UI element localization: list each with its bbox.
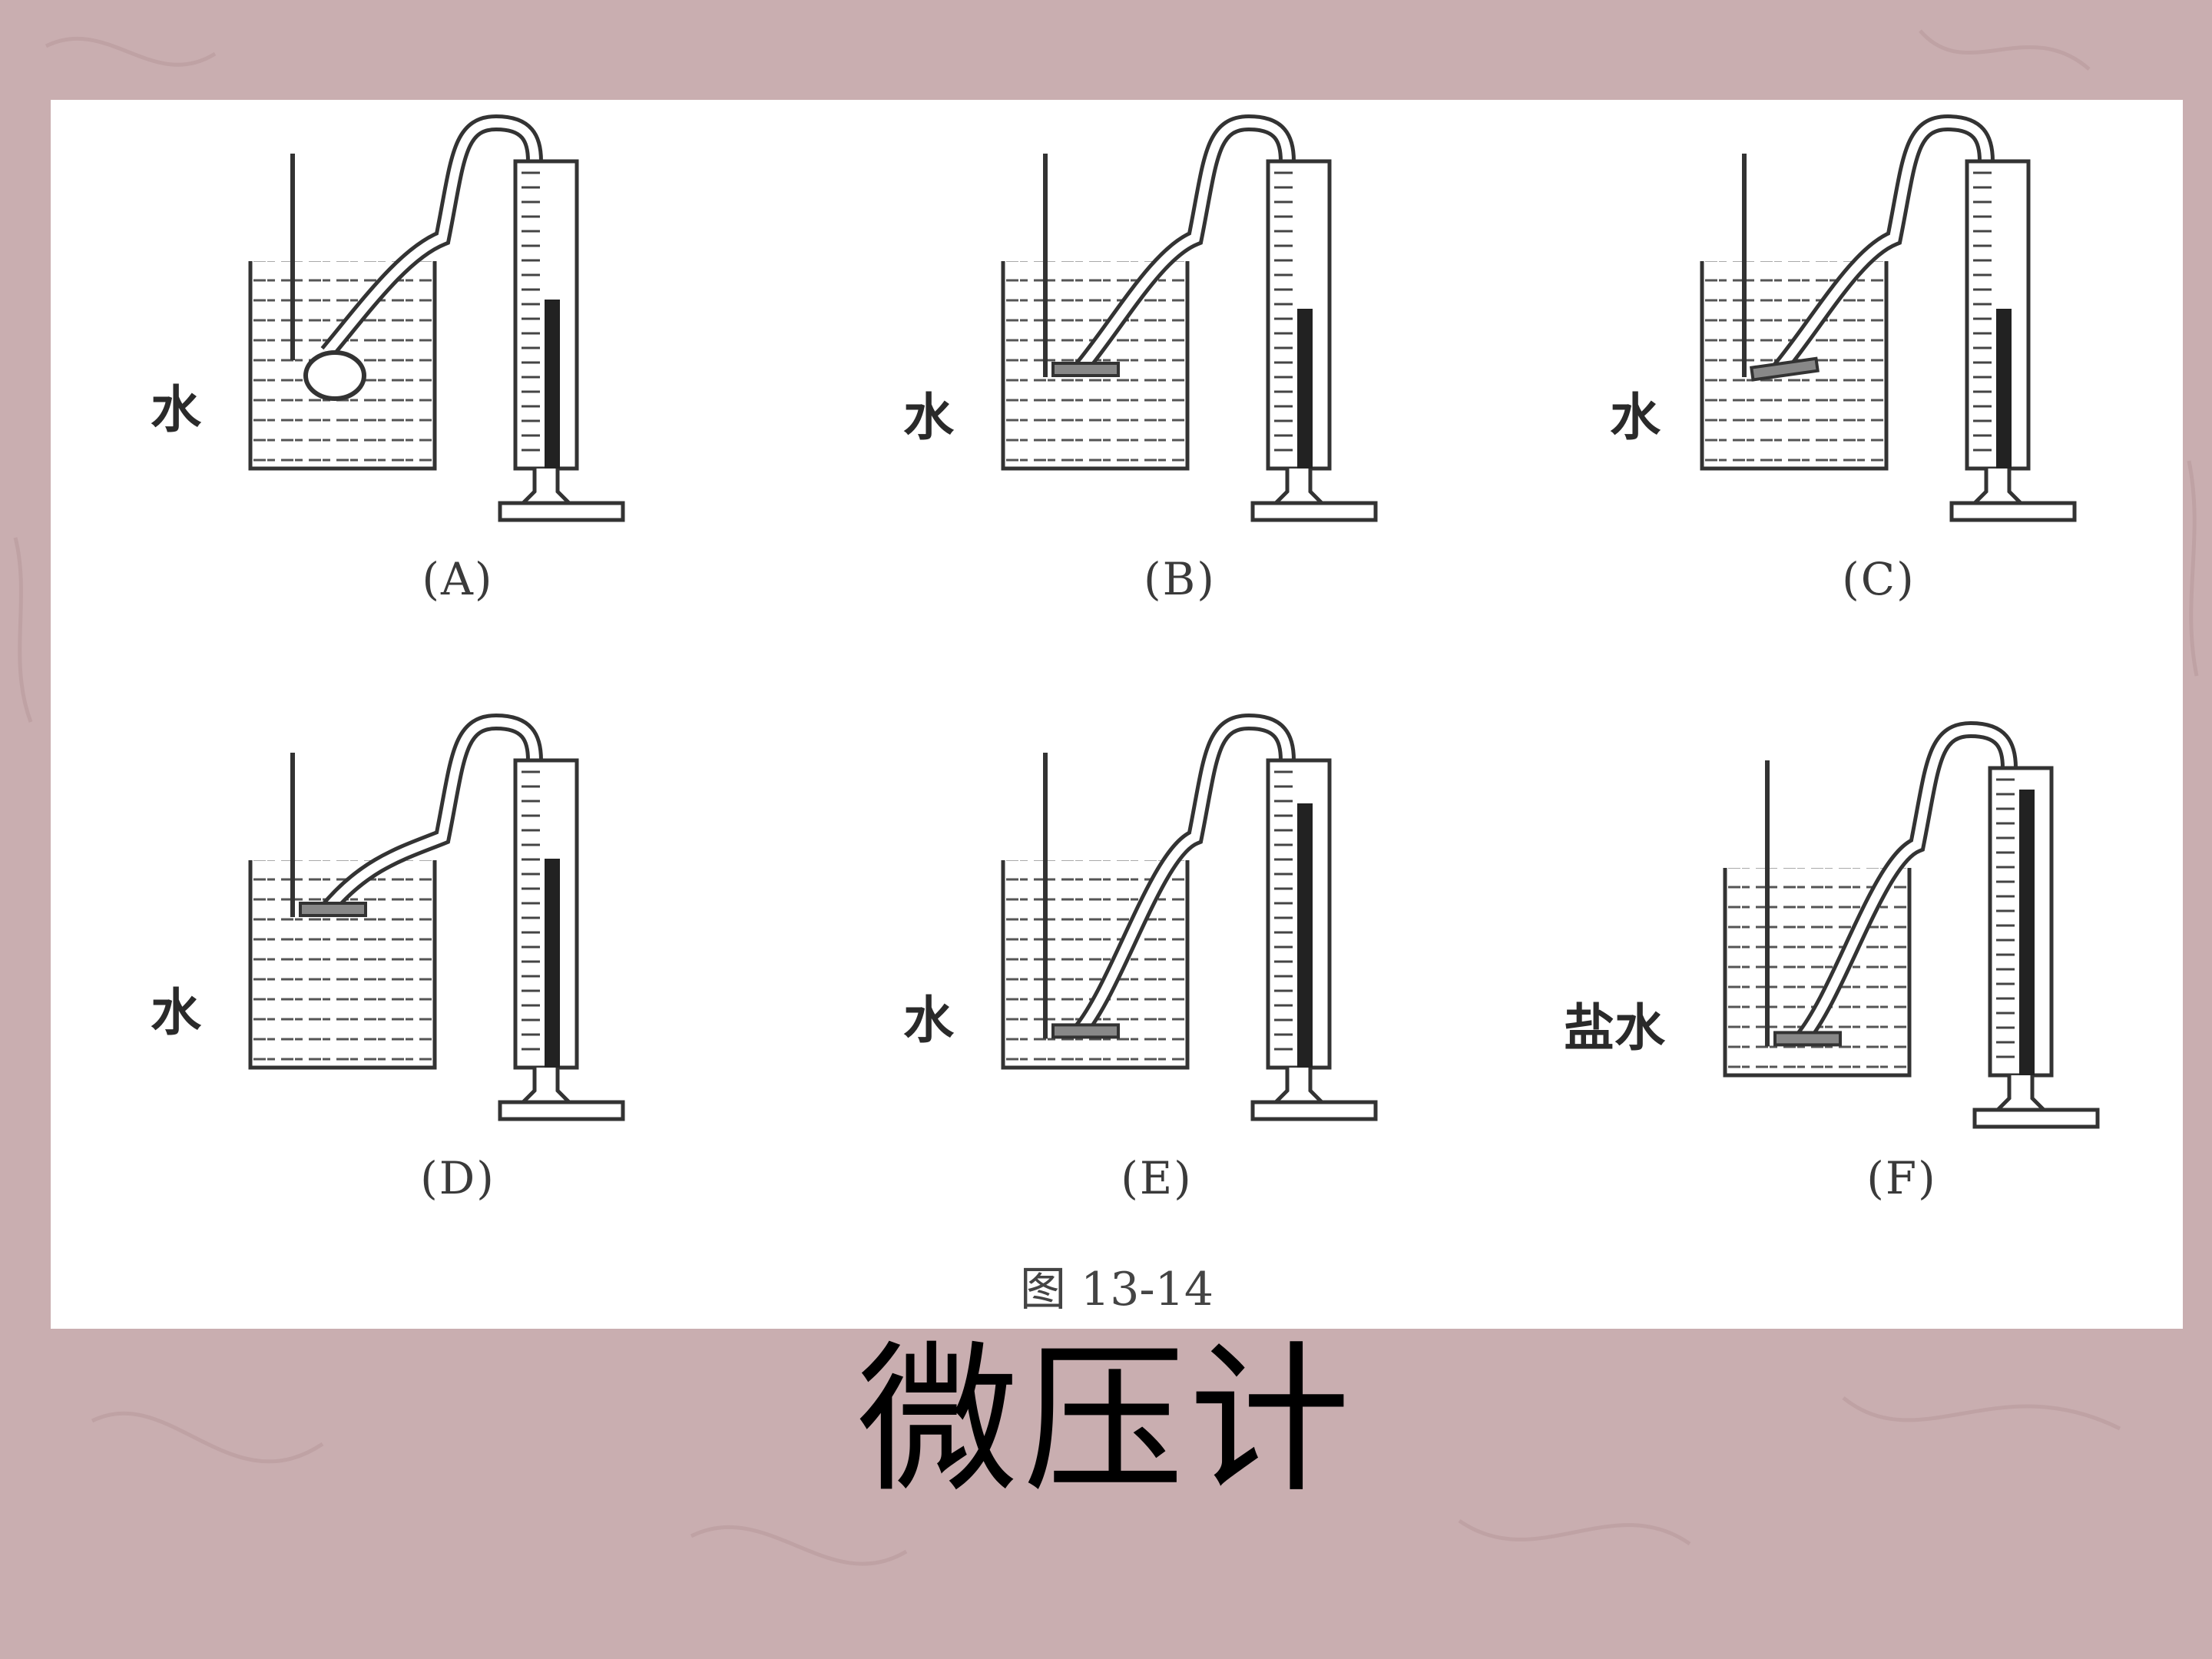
tube-stand-b [1270, 469, 1327, 505]
probe-head-e [1051, 1023, 1120, 1039]
base-plate-f [1972, 1108, 2100, 1129]
liquid-column-b [1297, 309, 1313, 469]
slide-title: 微压计 [856, 1326, 1355, 1515]
panel-e [1001, 713, 1378, 1121]
rubber-tube-inner-e [1076, 717, 1292, 1035]
panel-d [248, 713, 625, 1121]
base-plate-a [498, 501, 625, 522]
panel-label-c: (C) [1842, 553, 1916, 605]
rubber-tube-inner-b [1076, 118, 1292, 373]
liquid-column-f [2019, 790, 2035, 1075]
rubber-tube-inner-d [323, 717, 539, 912]
liquid-column-d [545, 859, 560, 1068]
tube-stand-f [1992, 1075, 2049, 1112]
base-plate-d [498, 1100, 625, 1121]
panel-label-b: (B) [1144, 553, 1216, 605]
beaker-c [1700, 261, 1889, 471]
probe-head-c [1750, 356, 1820, 382]
liquid-label-f: 盐水 [1564, 998, 1665, 1058]
rubber-tube-inner-a [323, 118, 539, 356]
liquid-label-b: 水 [903, 388, 954, 447]
panel-a [248, 114, 625, 522]
panel-c [1700, 114, 2077, 522]
liquid-column-e [1297, 803, 1313, 1068]
probe-bulb-a [303, 350, 366, 401]
liquid-label-c: 水 [1610, 388, 1661, 447]
liquid-label-e: 水 [903, 991, 954, 1050]
figure-caption: 图 13-14 [1019, 1263, 1214, 1316]
panel-label-d: (D) [420, 1152, 495, 1204]
liquid-column-a [545, 300, 560, 469]
beaker-b [1001, 261, 1190, 471]
base-plate-e [1250, 1100, 1378, 1121]
tube-stand-a [518, 469, 575, 505]
tube-stand-c [1969, 469, 2026, 505]
rubber-tube-inner-f [1798, 724, 2014, 1042]
base-plate-c [1949, 501, 2077, 522]
figure-image: (A) (B) (C) (D) (E) (F) 水 水 水 水 水 盐水 图 1… [51, 100, 2183, 1329]
beaker-a [248, 261, 437, 471]
liquid-label-d: 水 [151, 983, 201, 1042]
liquid-column-c [1996, 309, 2012, 469]
probe-head-f [1773, 1031, 1842, 1047]
base-plate-b [1250, 501, 1378, 522]
panel-label-e: (E) [1121, 1152, 1193, 1204]
panel-b [1001, 114, 1378, 522]
panel-label-f: (F) [1866, 1152, 1937, 1204]
tube-stand-d [518, 1068, 575, 1104]
rubber-tube-inner-c [1775, 118, 1991, 373]
beaker-e [1001, 860, 1190, 1070]
beaker-f [1723, 868, 1912, 1078]
panel-f [1723, 720, 2100, 1129]
probe-head-d [299, 902, 367, 917]
panel-label-a: (A) [422, 553, 494, 605]
micro-manometer-diagram [248, 114, 2100, 1129]
probe-head-b [1051, 362, 1120, 377]
beaker-d [248, 860, 437, 1070]
tube-stand-e [1270, 1068, 1327, 1104]
liquid-label-a: 水 [151, 380, 201, 439]
